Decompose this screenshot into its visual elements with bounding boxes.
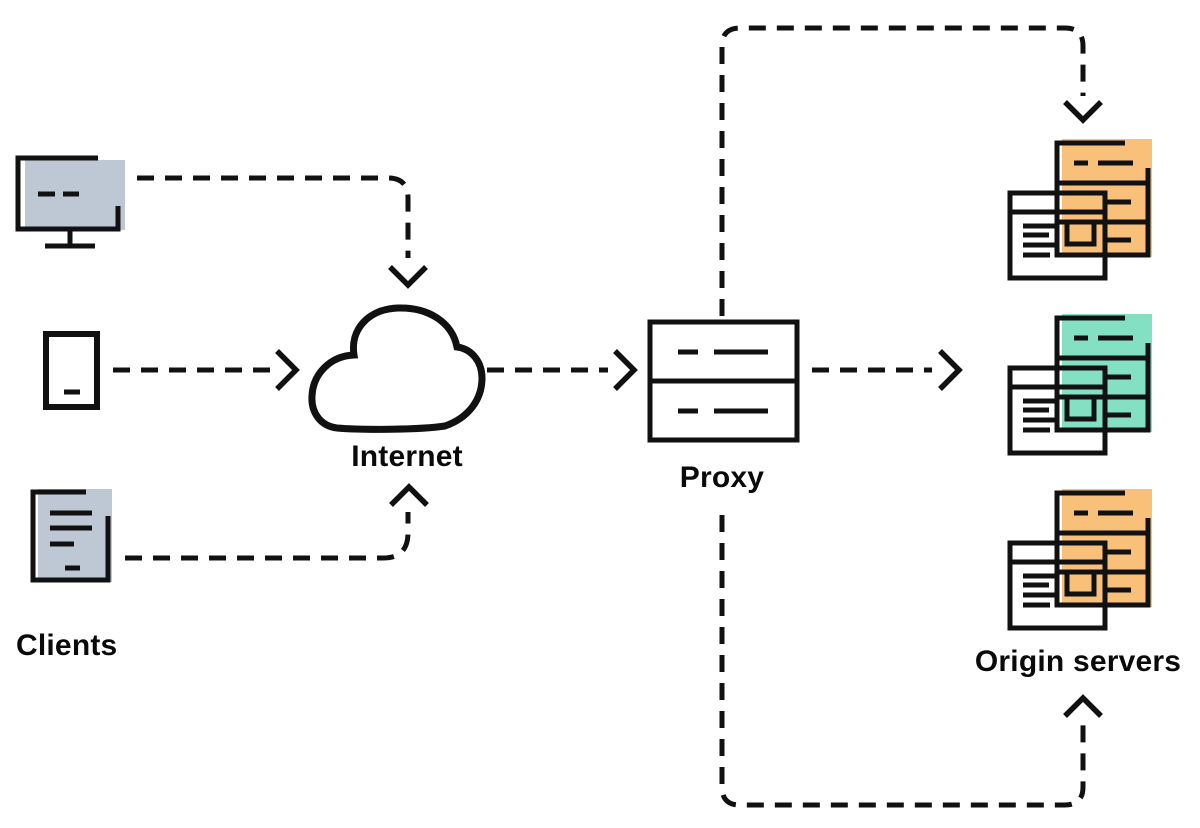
origin-servers-label: Origin servers xyxy=(974,645,1182,678)
arrowhead-up xyxy=(389,483,429,507)
origin-server-icon-bottom xyxy=(1007,489,1152,631)
edge-desktop-to-internet xyxy=(137,175,428,289)
edge-internet-to-proxy xyxy=(487,349,638,391)
arrowhead-down xyxy=(388,265,428,289)
origin-server-icon-top xyxy=(1007,139,1152,281)
arrowhead-right xyxy=(275,349,300,391)
mobile-device-icon xyxy=(43,331,100,410)
edge-mobile-to-internet xyxy=(113,349,300,391)
proxy-label: Proxy xyxy=(679,461,765,494)
edge-proxy-to-origin-middle xyxy=(812,349,963,391)
arrowhead-down xyxy=(1063,100,1103,124)
origin-server-icon-middle xyxy=(1007,314,1152,456)
document-icon xyxy=(30,489,112,583)
arrowhead-up xyxy=(1063,694,1103,718)
clients-label: Clients xyxy=(16,629,118,662)
desktop-computer-icon xyxy=(15,155,125,249)
edge-document-to-internet xyxy=(125,483,429,561)
arrowhead-right xyxy=(938,349,963,391)
arrowhead-right xyxy=(613,349,638,391)
cloud-icon xyxy=(308,304,486,433)
edge-proxy-to-origin-bottom xyxy=(719,515,1103,808)
internet-label: Internet xyxy=(351,440,463,473)
edge-proxy-to-origin-top xyxy=(719,25,1103,316)
proxy-server-icon xyxy=(647,319,800,443)
